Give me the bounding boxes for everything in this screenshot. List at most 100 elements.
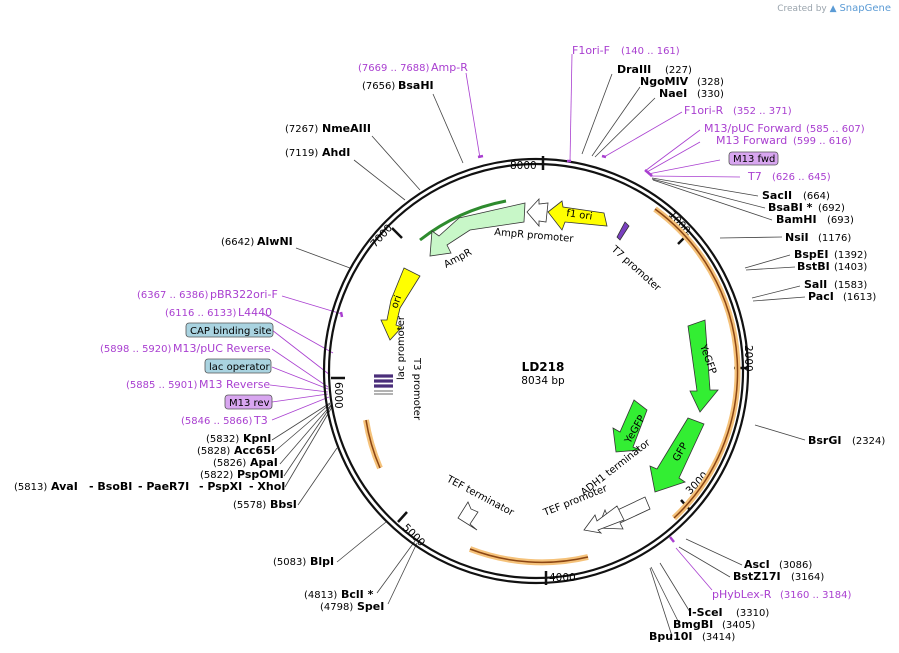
tick-label: 4000 xyxy=(549,572,576,584)
primer-name[interactable]: pBR322ori-F xyxy=(210,288,278,301)
backbone-inner-ring xyxy=(327,162,745,580)
yegfp2-arrow xyxy=(612,399,648,453)
site-name[interactable]: ApaI xyxy=(250,456,278,469)
primer-leaders xyxy=(261,53,741,591)
site-name[interactable]: BstZ17I xyxy=(733,570,781,583)
site-name[interactable]: SalI xyxy=(804,278,827,291)
ampr-promoter-label: AmpR promoter xyxy=(494,227,575,245)
m13-fwd-label[interactable]: M13 fwd xyxy=(733,154,775,165)
site-pos: (5813) xyxy=(14,482,47,493)
primer-name[interactable]: pHybLex-R xyxy=(712,588,772,601)
site-name[interactable]: - BsoBI xyxy=(89,480,132,493)
plasmid-size: 8034 bp xyxy=(521,375,565,387)
site-pos: (693) xyxy=(827,215,854,226)
primer-name[interactable]: M13 Reverse xyxy=(199,378,270,391)
gfp-arrow xyxy=(649,417,705,493)
site-name[interactable]: KpnI xyxy=(243,432,271,445)
feature-bands xyxy=(363,199,741,566)
primer-name[interactable]: T3 xyxy=(253,414,268,427)
site-name[interactable]: BamHI xyxy=(776,213,817,226)
site-name[interactable]: BsaBI * xyxy=(768,201,813,214)
t7-promoter-arrow xyxy=(616,221,630,241)
primer-name[interactable]: L4440 xyxy=(238,306,272,319)
site-pos: (5826) xyxy=(213,458,246,469)
site-name[interactable]: SacII xyxy=(762,189,792,202)
lac-promoter-label: lac promoter xyxy=(396,315,407,380)
m13-rev-box xyxy=(224,394,273,410)
site-name[interactable]: BstBI xyxy=(797,260,830,273)
bottom-enzyme-row: (5813) AvaI - BsoBI - PaeR7I - PspXI - X… xyxy=(14,480,285,493)
site-pos: (5828) xyxy=(197,446,230,457)
site-name[interactable]: - XhoI xyxy=(249,480,285,493)
site-name[interactable]: BlpI xyxy=(310,555,334,568)
primer-range: (585 .. 607) xyxy=(806,124,865,135)
site-name[interactable]: AscI xyxy=(744,558,770,571)
cap-binding-site-label[interactable]: CAP binding site xyxy=(190,326,272,337)
yegfp1-arrow xyxy=(687,319,719,413)
tick-label: 2000 xyxy=(742,345,754,372)
site-name[interactable]: PacI xyxy=(808,290,834,303)
lac-operator-label[interactable]: lac operator xyxy=(209,362,270,373)
primer-range: (3160 .. 3184) xyxy=(780,590,852,601)
site-name[interactable]: AhdI xyxy=(322,146,350,159)
site-name[interactable]: BclI * xyxy=(341,588,374,601)
site-name[interactable]: BmgBI xyxy=(673,618,713,631)
primer-name[interactable]: F1ori-R xyxy=(684,104,724,117)
site-name[interactable]: BspEI xyxy=(794,248,828,261)
site-pos: (328) xyxy=(697,77,724,88)
primer-name[interactable]: M13 Forward xyxy=(716,134,787,147)
site-pos: (1613) xyxy=(843,292,876,303)
site-pos: (3086) xyxy=(779,560,812,571)
site-name[interactable]: I-SceI xyxy=(688,606,723,619)
site-pos: (1403) xyxy=(834,262,867,273)
primer-name[interactable]: F1ori-F xyxy=(572,44,610,57)
site-name[interactable]: Acc65I xyxy=(234,444,275,457)
right-sites: DraIII (227) NgoMIV (328) NaeI (330) Sac… xyxy=(617,63,885,643)
lac-region-marks xyxy=(374,374,393,388)
snapgene-credit: Created by ▲ SnapGene xyxy=(777,3,891,14)
site-pos: (664) xyxy=(803,191,830,202)
site-name[interactable]: NsiI xyxy=(785,231,809,244)
site-name[interactable]: PspOMI xyxy=(237,468,284,481)
site-pos: (7656) xyxy=(362,81,395,92)
feature-arrows xyxy=(380,197,719,534)
credit-brand: SnapGene xyxy=(839,3,891,14)
m13-rev-label[interactable]: M13 rev xyxy=(229,398,270,409)
primer-range: (6116 .. 6133) xyxy=(165,308,237,319)
site-pos: (5578) xyxy=(233,500,266,511)
site-pos: (3310) xyxy=(736,608,769,619)
site-name[interactable]: NaeI xyxy=(659,87,687,100)
site-name[interactable]: SpeI xyxy=(357,600,384,613)
site-name[interactable]: BsrGI xyxy=(808,434,841,447)
site-name[interactable]: NmeAIII xyxy=(322,122,371,135)
credit-prefix: Created by xyxy=(777,4,827,14)
site-name[interactable]: AlwNI xyxy=(257,235,293,248)
site-pos: (4798) xyxy=(320,602,353,613)
left-sites: (7656) BsaHI (7267) NmeAIII (7119) AhdI … xyxy=(197,79,434,613)
site-name[interactable]: NgoMIV xyxy=(640,75,689,88)
backbone-outer-ring xyxy=(322,157,750,585)
f1-ori-arrow xyxy=(547,200,608,231)
site-pos: (5832) xyxy=(206,434,239,445)
tef-terminator-arrow xyxy=(457,501,479,531)
site-name[interactable]: - PspXI xyxy=(199,480,242,493)
site-name[interactable]: - PaeR7I xyxy=(138,480,189,493)
primer-name[interactable]: Amp-R xyxy=(431,61,468,74)
ampr-promoter-arrow xyxy=(526,197,549,228)
cap-binding-site-box xyxy=(185,322,274,338)
primer-name[interactable]: T7 xyxy=(747,170,762,183)
site-pos: (3414) xyxy=(702,632,735,643)
scale-ticks xyxy=(331,156,748,585)
site-name[interactable]: AvaI xyxy=(51,480,78,493)
site-name[interactable]: DraIII xyxy=(617,63,651,76)
site-name[interactable]: BsaHI xyxy=(398,79,434,92)
tick-label: 7000 xyxy=(368,222,395,250)
m13-fwd-box xyxy=(728,151,779,166)
tef-promoter-arrow xyxy=(583,505,625,534)
primer-name[interactable]: M13/pUC Forward xyxy=(704,122,802,135)
site-name[interactable]: Bpu10I xyxy=(649,630,693,643)
site-pos: (5083) xyxy=(273,557,306,568)
site-name[interactable]: BbsI xyxy=(270,498,297,511)
primer-name[interactable]: M13/pUC Reverse xyxy=(173,342,271,355)
